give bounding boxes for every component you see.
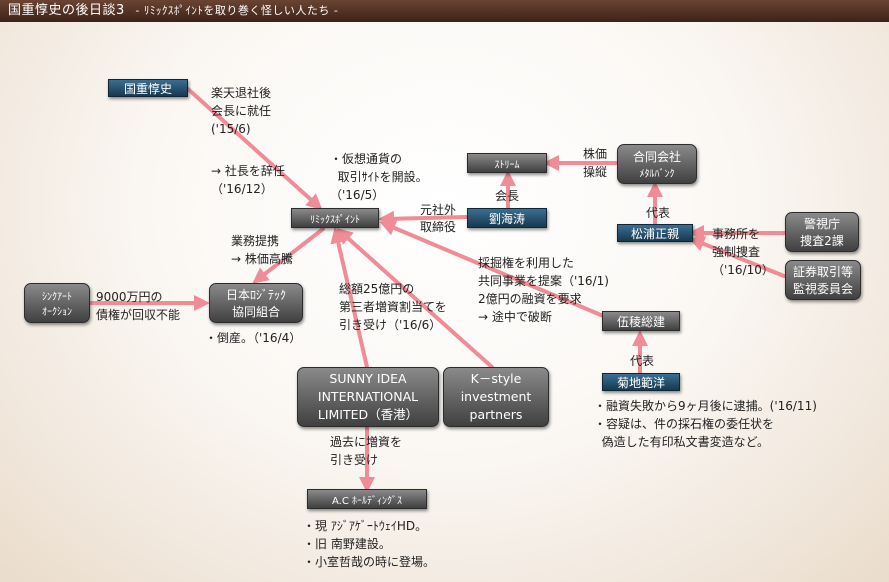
node-godo-line2: ﾒﾀﾙﾊﾞﾝｸ — [639, 169, 675, 180]
node-itoryo: 伍稜総建 — [602, 311, 680, 331]
node-sunny-line2: INTERNATIONAL — [317, 389, 419, 404]
label-kako: 過去に増資を 引き受け — [330, 435, 403, 467]
label-rakuten: 楽天退社後 会長に就任 ('15/6) — [211, 86, 272, 136]
node-remix-point: ﾘﾐｯｸｽﾎﾟｲﾝﾄ — [291, 208, 379, 228]
link-remix-nihon — [252, 227, 325, 284]
node-kstyle: K－style investment partners — [443, 367, 549, 427]
node-kstyle-line1: K－style — [470, 371, 522, 386]
node-nihon-line1: 日本ﾛｼﾞﾃｯｸ — [225, 288, 286, 302]
node-kstyle-line2: investment — [460, 389, 532, 404]
label-kaicho: 会長 — [495, 189, 520, 203]
node-keishicho-line2: 捜査2課 — [800, 234, 844, 248]
label-sogaku: 総額25億円の 第三者増資割当てを 引き受け（'16/6） — [339, 282, 447, 332]
node-shoken-line1: 証券取引等 — [792, 265, 853, 279]
link-itoryo-remix — [379, 220, 610, 320]
node-kstyle-line3: partners — [469, 407, 523, 422]
node-matsuura: 松浦正親 — [617, 224, 693, 242]
node-nihon-line2: 協同組合 — [231, 305, 280, 319]
label-jimusho: 事務所を 強制捜査 （'16/10） — [712, 227, 774, 277]
link-kunishige-remix — [186, 87, 323, 211]
node-keishicho: 警視庁 捜査2課 — [785, 212, 859, 252]
node-ryu: 劉海涛 — [467, 208, 547, 228]
node-stream-label: ｽﾄﾘｰﾑ — [494, 159, 520, 171]
label-kikuchi-note: ・融資失敗から9ヶ月後に逮捕。('16/11) ・容疑は、件の採石権の委任状を … — [594, 399, 817, 449]
node-ac-holdings: A.C ﾎｰﾙﾃﾞｨﾝｸﾞｽ — [307, 489, 427, 509]
node-remix-label: ﾘﾐｯｸｽﾎﾟｲﾝﾄ — [310, 214, 360, 226]
link-shoken-matsuura — [688, 236, 786, 278]
node-sunny-line3: LIMITED（香港） — [317, 407, 419, 422]
node-ryu-label: 劉海涛 — [488, 211, 525, 226]
node-synchro-line1: ｼﾝｸｱｰﾄ — [42, 292, 72, 303]
label-ac-note: ・現 ｱｼﾞｱｹﾞｰﾄｳｪｲHD。 ・旧 南野建設。 ・小室哲哉の時に登場。 — [303, 519, 436, 569]
link-kstyle-remix — [336, 228, 494, 369]
node-sunny-line1: SUNNY IDEA — [329, 371, 407, 386]
label-tosan: ・倒産。（'16/4） — [205, 331, 302, 345]
node-nihon-logitech: 日本ﾛｼﾞﾃｯｸ 協同組合 — [209, 283, 303, 323]
node-sunny-idea: SUNNY IDEA INTERNATIONAL LIMITED（香港） — [297, 367, 439, 427]
title-bar: 国重惇史の後日談3 - ﾘﾐｯｸｽﾎﾟｲﾝﾄを取り巻く怪しい人たち - — [0, 0, 889, 22]
label-daihyo1: 代表 — [646, 206, 671, 220]
node-matsuura-label: 松浦正親 — [630, 226, 679, 241]
node-kikuchi: 菊地範洋 — [602, 373, 680, 391]
label-crypto: ・仮想通貨の 取引ｻｲﾄを開設。 （'16/5） — [330, 152, 428, 202]
link-sunny-remix — [330, 227, 369, 369]
node-godo-line1: 合同会社 — [632, 150, 681, 164]
node-ac-label: A.C ﾎｰﾙﾃﾞｨﾝｸﾞｽ — [331, 495, 402, 507]
label-resign: → 社長を辞任 （'16/12） — [211, 164, 285, 196]
node-synchro-art: ｼﾝｸｱｰﾄ ｵｰｸｼｮﾝ — [24, 283, 90, 323]
label-gyomu: 業務提携 → 株価高騰 — [231, 234, 293, 266]
label-saiyo: 採掘権を利用した 共同事業を提案（'16/1) 2億円の融資を要求 → 途中で破… — [478, 256, 609, 324]
node-godo-metalbank: 合同会社 ﾒﾀﾙﾊﾞﾝｸ — [617, 144, 697, 184]
label-gaibu: 元社外 取締役 — [420, 203, 457, 234]
node-shoken: 証券取引等 監視委員会 — [785, 260, 861, 300]
node-synchro-line2: ｵｰｸｼｮﾝ — [42, 307, 72, 318]
node-itoryo-label: 伍稜総建 — [616, 314, 665, 329]
link-ryu-remix — [378, 210, 468, 227]
label-kabuka: 株価 操縦 — [583, 147, 608, 179]
title-main: 国重惇史の後日談3 — [8, 3, 125, 18]
node-kikuchi-label: 菊地範洋 — [616, 375, 665, 390]
label-saiken: 9000万円の 債権が回収不能 — [96, 290, 181, 322]
label-daihyo2: 代表 — [630, 354, 655, 368]
node-kunishige: 国重惇史 — [108, 79, 188, 97]
node-shoken-line2: 監視委員会 — [792, 282, 853, 296]
title-subtitle: - ﾘﾐｯｸｽﾎﾟｲﾝﾄを取り巻く怪しい人たち - — [135, 4, 339, 17]
node-keishicho-line1: 警視庁 — [803, 217, 840, 231]
node-stream: ｽﾄﾘｰﾑ — [467, 153, 547, 173]
node-kunishige-label: 国重惇史 — [123, 81, 172, 96]
